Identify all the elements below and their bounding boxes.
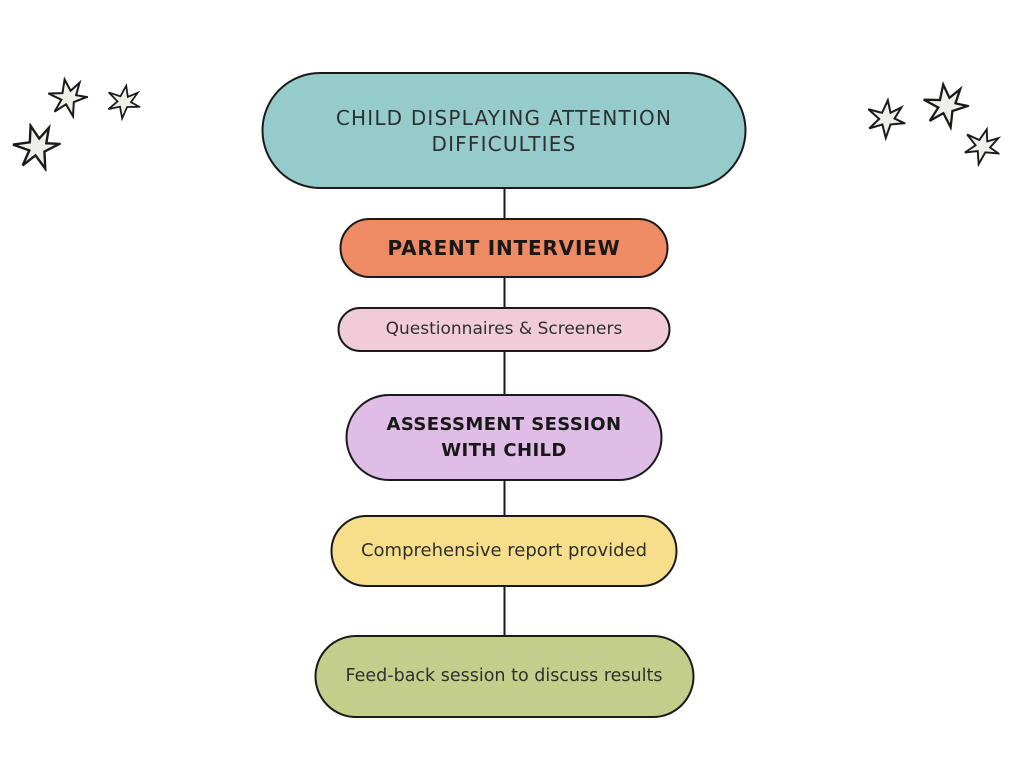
flow-node-questionnaires-screeners: Questionnaires & Screeners — [337, 307, 671, 352]
flow-node-comprehensive-report: Comprehensive report provided — [330, 515, 678, 587]
connector-line — [503, 189, 505, 218]
flowchart: CHILD DISPLAYING ATTENTION DIFFICULTIES … — [261, 72, 747, 718]
star-icon — [47, 76, 91, 120]
flow-node-label: Comprehensive report provided — [360, 540, 648, 562]
flow-node-label: PARENT INTERVIEW — [387, 236, 621, 260]
flow-node-child-attention-difficulties: CHILD DISPLAYING ATTENTION DIFFICULTIES — [261, 72, 747, 189]
star-icon — [923, 80, 972, 132]
connector-line — [503, 278, 505, 307]
flow-node-label: Feed-back session to discuss results — [345, 666, 663, 687]
connector-line — [503, 352, 505, 394]
flow-node-label: Questionnaires & Screeners — [385, 319, 623, 340]
star-icon — [867, 97, 909, 142]
connector-line — [503, 587, 505, 635]
connector-line — [503, 481, 505, 515]
star-icon — [12, 122, 64, 173]
star-icon — [964, 126, 1002, 168]
flow-node-label: ASSESSMENT SESSION WITH CHILD — [386, 414, 622, 461]
flow-node-feedback-session: Feed-back session to discuss results — [314, 635, 694, 718]
star-icon — [107, 83, 143, 122]
flow-node-label: CHILD DISPLAYING ATTENTION DIFFICULTIES — [335, 105, 673, 156]
flow-node-parent-interview: PARENT INTERVIEW — [339, 218, 669, 278]
flow-node-assessment-session: ASSESSMENT SESSION WITH CHILD — [345, 394, 663, 481]
